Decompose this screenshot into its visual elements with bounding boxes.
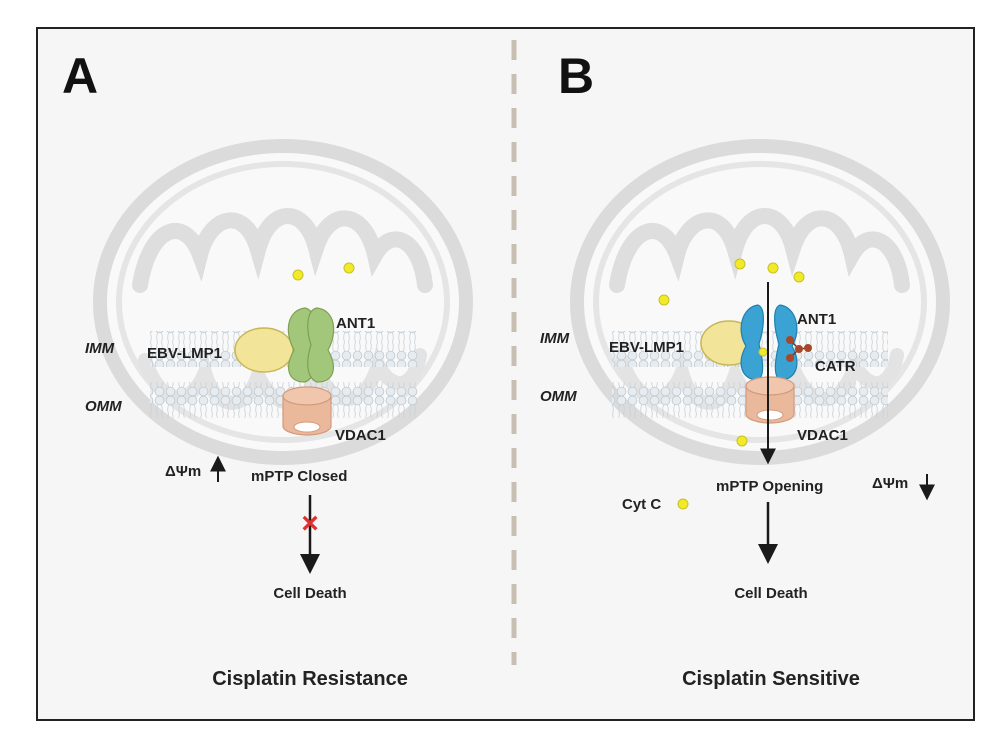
panel-a-outcome-label: Cell Death: [273, 585, 346, 602]
panel-a-vdac1-label: VDAC1: [335, 427, 386, 444]
panel-b-mptp-label: mPTP Opening: [716, 478, 823, 495]
panel-b-omm-label: OMM: [540, 388, 577, 405]
panel-a-vdac1-protein: [282, 386, 332, 436]
panel-a-imm-label: IMM: [85, 340, 115, 357]
panel-b-outcome-label: Cell Death: [734, 585, 807, 602]
panel-b-imm-label: IMM: [540, 330, 570, 347]
panel-b-vdac1-label: VDAC1: [797, 427, 848, 444]
panel-b-cytc-dot: [736, 435, 748, 447]
panel-b: B IMM OMM EBV-LMP1 ANT1: [540, 48, 950, 690]
panel-a-lmp1-protein: [234, 327, 294, 373]
panel-a-letter: A: [62, 48, 98, 104]
panel-b-cytc-label: Cyt C: [622, 496, 661, 513]
panel-a-potential-label: ΔΨm: [165, 463, 201, 480]
panel-b-cytc-dot: [767, 262, 779, 274]
panel-a-ant1-label: ANT1: [336, 315, 375, 332]
panel-a-ant1-protein: [287, 307, 335, 383]
panel-a-lmp1-label: EBV-LMP1: [147, 345, 222, 362]
panel-a-mptp-label: mPTP Closed: [251, 468, 347, 485]
panel-b-cytc-dot: [734, 258, 746, 270]
panel-b-catr-molecule: [786, 336, 812, 362]
panel-a-omm-label: OMM: [85, 398, 122, 415]
panel-b-cytc-dot: [758, 347, 768, 357]
panel-b-cytc-dot: [658, 294, 670, 306]
panel-b-vdac1-protein: [745, 376, 795, 424]
panel-b-caption: Cisplatin Sensitive: [682, 668, 860, 690]
panel-a-cytc-dot: [343, 262, 355, 274]
panel-b-catr-label: CATR: [815, 358, 856, 375]
panel-b-cytc-legend-dot: [677, 498, 689, 510]
panel-a-cytc-dot: [292, 269, 304, 281]
panel-a: A IMM OMM EBV-LMP1 ANT1 VD: [62, 48, 473, 690]
panel-b-ant1-label: ANT1: [797, 311, 836, 328]
panel-b-lmp1-label: EBV-LMP1: [609, 339, 684, 356]
panel-b-cytc-dot: [793, 271, 805, 283]
panel-a-blocked-mark: ×: [301, 507, 319, 540]
panel-a-caption: Cisplatin Resistance: [212, 668, 408, 690]
panel-b-letter: B: [558, 48, 594, 104]
panel-b-potential-label: ΔΨm: [872, 475, 908, 492]
